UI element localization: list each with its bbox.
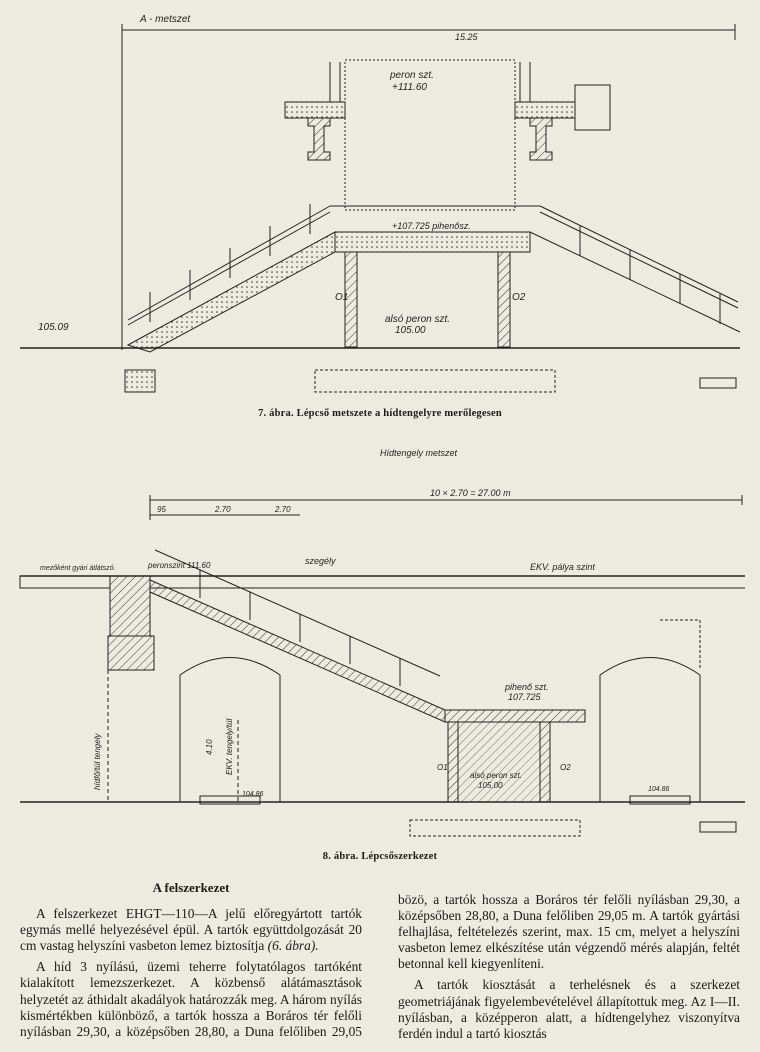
paragraph-3: A tartók kiosztását a terhelésnek és a s…	[398, 977, 740, 1041]
fig8-landing-label: pihenő szt.	[504, 682, 549, 692]
fig8-landing-value: 107.725	[508, 692, 542, 702]
fig7-top-dimension: 15.25	[455, 32, 479, 42]
figure-8-caption: 8. ábra. Lépcsőszerkezet	[322, 851, 438, 862]
fig7-pillar-left: O1	[335, 292, 348, 303]
fig7-landing-label: +107.725 pihenősz.	[392, 221, 471, 231]
fig7-ground-level: 105.09	[38, 322, 69, 333]
fig8-vertical-left-label: hídfő/túl tengely	[93, 733, 102, 790]
paragraph-2: A híd 3 nyílású, üzemi teherre folytatól…	[20, 959, 362, 1039]
fig7-peron-level-label: peron szt.	[389, 70, 434, 81]
fig7-pillar-right: O2	[512, 292, 526, 303]
paragraph-2-continued: bözö, a tartók hossza a Boráros tér felő…	[398, 892, 740, 972]
fig8-level-right: 104.86	[648, 786, 670, 793]
fig8-lower-peron-label: alsó peron szt.	[470, 771, 522, 780]
section-heading: A felszerkezet	[152, 880, 230, 895]
fig8-level-left: 104.86	[242, 791, 264, 798]
figure-reference: (6. ábra).	[267, 938, 319, 954]
paragraph-1: A felszerkezet EHGT—110—A jelű előregyár…	[20, 906, 362, 954]
fig7-section-title: A - metszet	[139, 14, 191, 25]
fig8-deck-right-label: EKV. pálya szint	[530, 562, 595, 572]
fig7-lower-peron-label: alsó peron szt.	[385, 314, 450, 325]
fig8-section-title: Hídtengely metszet	[380, 448, 458, 458]
figure-7-caption: 7. ábra. Lépcső metszete a hídtengelyre …	[258, 408, 502, 419]
fig8-vertical-mid-label: EKV. tengely/túl	[225, 718, 234, 775]
fig8-kerb-label: szegély	[305, 556, 336, 566]
fig8-pillar-right: O2	[560, 763, 571, 772]
fig8-dim-c: 2.70	[274, 505, 291, 514]
fig8-pillar-left: O1	[437, 763, 448, 772]
text-column-left: A felszerkezet A felszerkezet EHGT—110—A…	[20, 880, 362, 1044]
fig8-dim-a: 95	[157, 505, 166, 514]
fig7-peron-level-value: +111.60	[392, 82, 427, 93]
fig8-peron-level: peronszint 111.60	[147, 561, 211, 570]
fig7-lower-peron-value: 105.00	[395, 325, 426, 336]
paragraph-1-text: A felszerkezet EHGT—110—A jelű előregyár…	[20, 906, 362, 954]
fig8-lower-peron-value: 105.00	[478, 781, 503, 790]
fig8-height-dim: 4.10	[205, 739, 214, 755]
text-column-right: bözö, a tartók hossza a Boráros tér felő…	[398, 892, 740, 1047]
fig8-deck-left-label: mezőként gyári átlátszó.	[40, 565, 116, 572]
figure-8-drawing: Hídtengely metszet 10 × 2.70 = 27.00 m 9…	[19, 448, 745, 837]
fig8-dim-b: 2.70	[214, 505, 231, 514]
figure-7-drawing: A - metszet 15.25 peron szt. +111.60 +10…	[20, 14, 741, 393]
fig8-top-dimension: 10 × 2.70 = 27.00 m	[430, 488, 511, 498]
